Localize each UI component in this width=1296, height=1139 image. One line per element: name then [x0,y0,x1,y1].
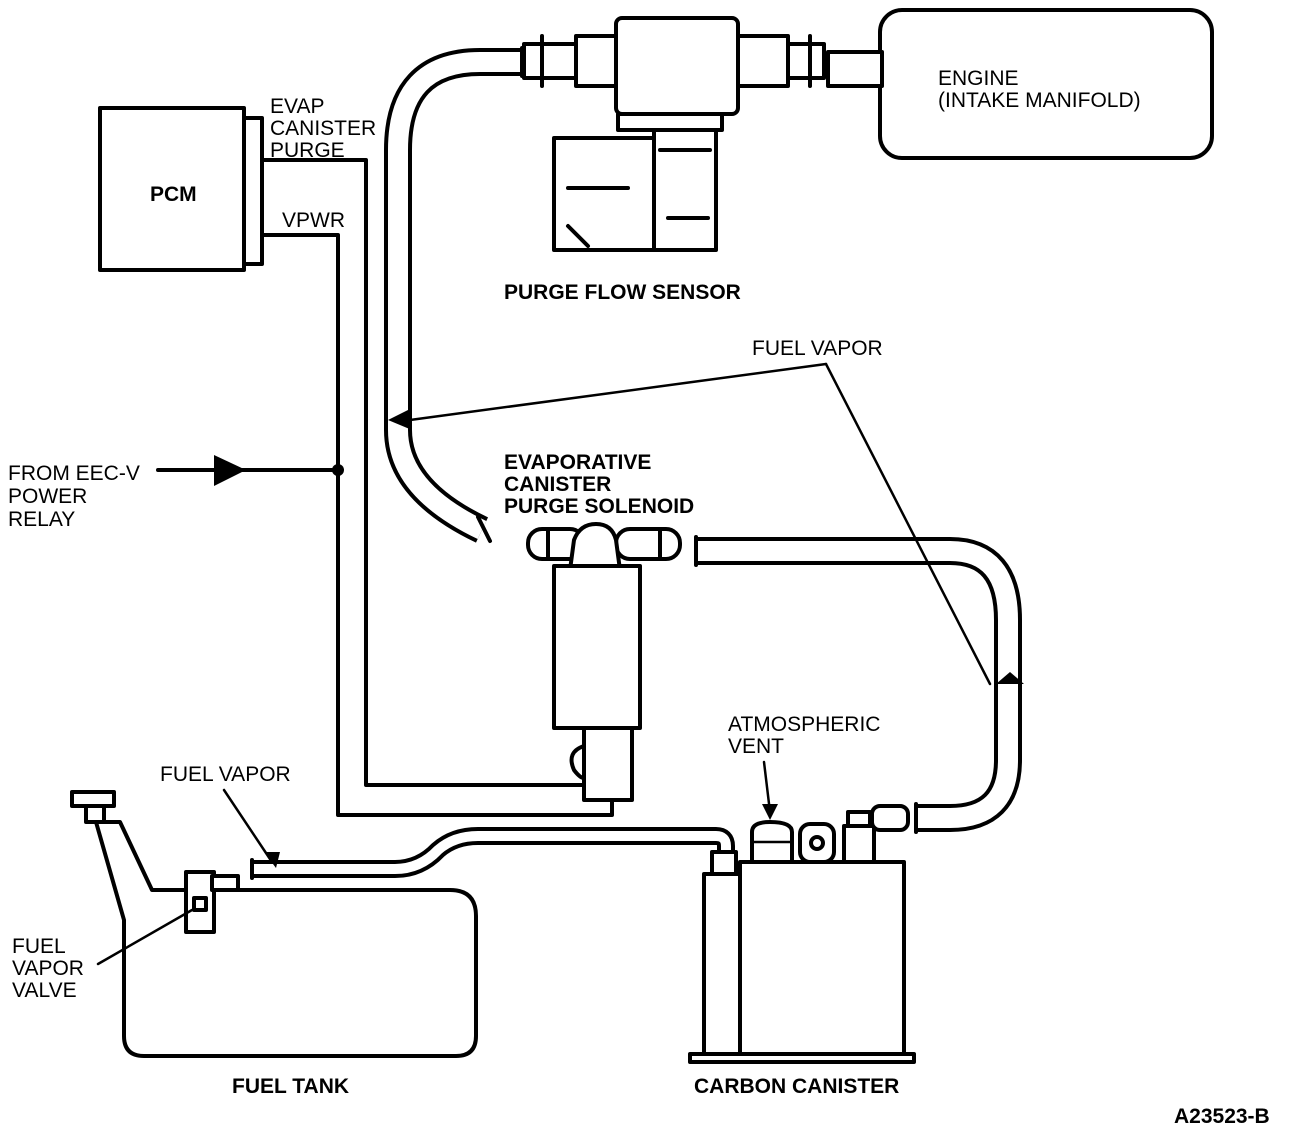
purge-flow-sensor [522,16,884,252]
purge-flow-sensor-label: PURGE FLOW SENSOR [504,281,741,304]
from-eec-v-power-relay-label: FROM EEC-V POWER RELAY [8,462,140,531]
hose-solenoid-to-canister [694,535,1022,834]
figure-id-label: A23523-B [1174,1105,1270,1128]
pcm-label: PCM [150,183,197,206]
fuel-vapor-valve-label: FUEL VAPOR VALVE [12,935,84,1002]
carbon-canister-label: CARBON CANISTER [694,1075,900,1098]
hose-tank-to-canister [250,827,735,880]
evap-canister-purge-label: EVAP CANISTER PURGE [270,95,377,162]
vpwr-label: VPWR [282,209,345,232]
evap-purge-solenoid [526,522,682,802]
fuel-tank [70,790,478,1058]
carbon-canister [688,804,916,1064]
fuel-vapor-top-label: FUEL VAPOR [752,337,883,360]
wire-from-relay [156,455,344,486]
atmospheric-vent-label: ATMOSPHERIC VENT [728,713,881,758]
engine-label: ENGINE (INTAKE MANIFOLD) [938,67,1141,112]
fuel-tank-label: FUEL TANK [232,1075,350,1098]
fuel-vapor-tank-label: FUEL VAPOR [160,763,291,786]
leader-lines [96,362,1024,966]
pcm-module [98,106,264,272]
evap-purge-solenoid-label: EVAPORATIVE CANISTER PURGE SOLENOID [504,451,695,518]
